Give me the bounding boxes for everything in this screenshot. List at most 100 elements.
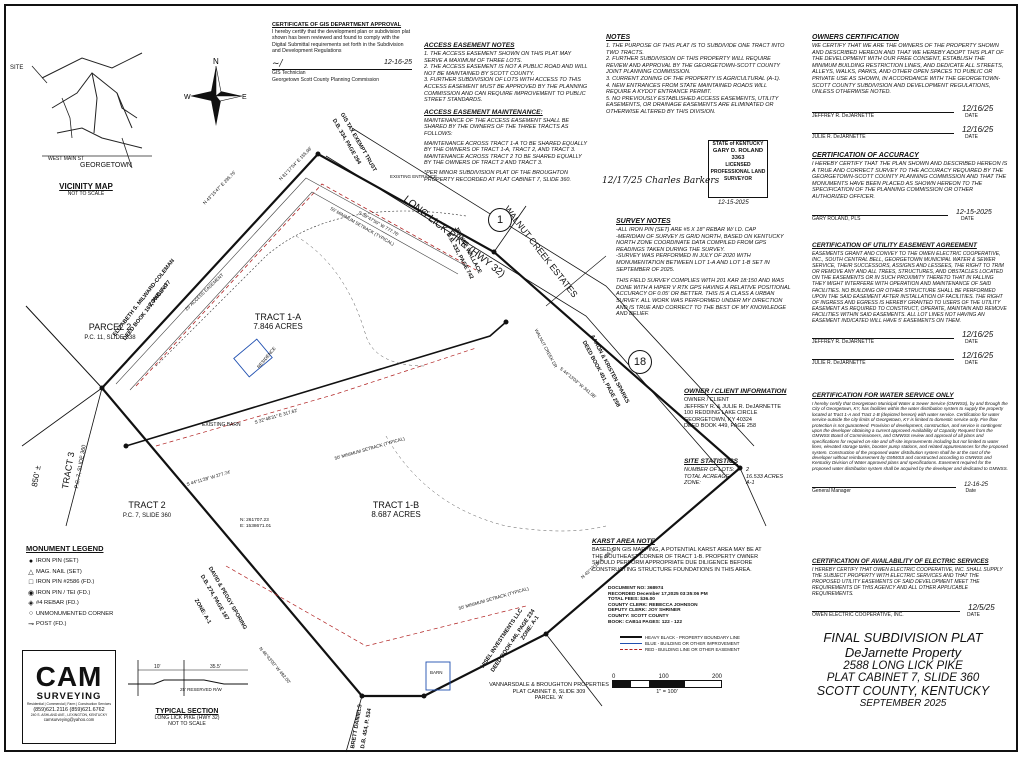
- accuracy-cert-body: I HEREBY CERTIFY THAT THE PLAN SHOWN AND…: [812, 161, 1008, 200]
- tract-1a-name: TRACT 1-A: [254, 312, 302, 322]
- access-note-3: 3. FURTHER SUBDIVISION OF LOTS WITH ACCE…: [424, 77, 588, 104]
- note-5: 5. NO PREVIOUSLY ESTABLISHED ACCESS EASE…: [606, 95, 779, 115]
- bearing-label-4: S 44°11'28" W 277.74': [186, 469, 232, 487]
- accuracy-cert-signer: GARY ROLAND, PLS: [812, 215, 861, 222]
- vannarsdale-plat: PLAT CABINET 8, SLIDE 309: [512, 688, 586, 695]
- existing-barn-label: EXISTING BARN: [202, 422, 241, 428]
- svg-text:E: E: [242, 94, 247, 101]
- legend-label-mag-nail: MAG. NAIL (SET): [36, 568, 82, 575]
- karst-note-title: KARST AREA NOTE: [592, 538, 655, 545]
- coordinate-northing: N: 261707.23: [240, 518, 269, 523]
- logo-phone: (859)621.2116 (859)621.6762: [33, 707, 105, 713]
- vicinity-street-label: WEST MAIN ST: [48, 156, 85, 162]
- typical-section-sub: LONG LICK PIKE (HWY 32): [154, 715, 220, 721]
- tract-1a-area: 7.846 ACRES: [253, 322, 303, 331]
- walnut-creek-estates-label: WALNUT CREEK ESTATES: [502, 204, 580, 300]
- sporing-zone-label: ZONE: A-1: [192, 598, 212, 626]
- utility-cert-body: EASEMENTS GRANT AND CONVEY TO THE OWEN E…: [812, 251, 1007, 325]
- vicinity-map: SITE WEST MAIN ST GEORGETOWN: [10, 38, 160, 178]
- owners-certification: OWNERS CERTIFICATION WE CERTIFY THAT WE …: [812, 34, 1008, 140]
- electric-cert-signer: OWEN ELECTRIC COOPERATIVE, INC.: [812, 612, 904, 618]
- bearing-label-8: S 44°13'03" W 341.08': [558, 366, 598, 400]
- legend-label-post: POST (FD.): [36, 621, 67, 628]
- owner-info-line-1: OWNER / CLIENT: [684, 397, 730, 403]
- legend-label-iron-pin-tei: IRON PIN / TEI (FD.): [36, 589, 91, 596]
- barn-label: BARN: [430, 670, 443, 675]
- surveyor-seal: STATE of KENTUCKY GARY D. ROLAND 3363 LI…: [708, 140, 768, 198]
- karst-area-note: KARST AREA NOTE BASED ON GIS MAPPING, A …: [592, 538, 764, 573]
- seal-name: GARY D. ROLAND: [712, 148, 764, 154]
- title-date: SEPTEMBER 2025: [859, 698, 947, 709]
- accuracy-cert-title: CERTIFICATION OF ACCURACY: [812, 152, 919, 159]
- notes: NOTES 1. THE PURPOSE OF THIS PLAT IS TO …: [606, 34, 786, 116]
- site-statistics: SITE STATISTICS NUMBER OF LOTS:2 TOTAL A…: [684, 458, 804, 487]
- typical-dim-1: 10': [154, 664, 161, 670]
- note-1: 1. THE PURPOSE OF THIS PLAT IS TO SUBDIV…: [606, 43, 785, 56]
- scale-label-100: 100: [658, 674, 669, 680]
- svg-text:W: W: [184, 94, 191, 101]
- setback-label-2: 50' MINIMUM SETBACK (TYPICAL): [334, 435, 406, 461]
- gis-cert-date: 12-16-25: [383, 58, 412, 66]
- coordinate-easting: E: 1538671.01: [240, 523, 272, 529]
- scale-bar: 0 100 200 1" = 100': [612, 674, 722, 695]
- gis-cert-org: Georgetown Scott County Planning Commiss…: [272, 76, 379, 83]
- utility-cert-signer-1: JEFFREY R. DeJARNETTE: [812, 339, 875, 346]
- existing-entrance-label: EXISTING ENTRANCE: [390, 174, 438, 179]
- parcel-2-name: PARCEL 2: [88, 322, 132, 332]
- owners-cert-date-1: 12/16/25: [962, 103, 994, 113]
- title-county: SCOTT COUNTY, KENTUCKY: [816, 684, 990, 698]
- electric-cert-body: I HEREBY CERTIFY THAT OWEN ELECTRIC COOP…: [812, 567, 1003, 597]
- owner-info-line-3: 100 REDDING LAKE CIRCLE: [684, 410, 758, 417]
- legend-label-rebar: #4 REBAR (FD.): [36, 600, 79, 607]
- legend-label-iron-pin-set: IRON PIN (SET): [36, 558, 79, 565]
- vannarsdale-owner: VANNARSDALE & BROUGHTON PROPERTIES: [489, 682, 609, 688]
- utility-cert-date-2: 12/16/25: [962, 351, 994, 361]
- seal-number: 3363: [731, 155, 745, 161]
- accuracy-cert-date: 12-15-2025: [956, 208, 992, 216]
- notes-title: NOTES: [606, 34, 631, 41]
- access-notes-title: ACCESS EASEMENT NOTES: [424, 42, 515, 49]
- owners-cert-date-label-1: DATE: [965, 112, 978, 119]
- access-maint-body-2: MAINTENANCE ACROSS TRACT 1-A TO BE SHARE…: [424, 140, 588, 167]
- owners-cert-date-2: 12/16/25: [962, 124, 994, 134]
- gis-certificate: CERTIFICATE OF GIS DEPARTMENT APPROVAL I…: [272, 22, 412, 83]
- typical-section: 10' 35.5' 25' RESERVED R/W: [124, 656, 250, 716]
- tract-2-label: TRACT 2 P.C. 7, SLIDE 360: [102, 500, 192, 519]
- title-property: DeJarnette Property: [844, 645, 962, 660]
- rebar-icon: ◈: [28, 600, 34, 608]
- site-stats-label-lots: NUMBER OF LOTS:: [684, 467, 735, 473]
- tract-2-name: TRACT 2: [128, 500, 166, 510]
- line-legend-boundary: HEAVY BLACK - PROPERTY BOUNDARY LINE: [645, 634, 740, 640]
- site-stats-value-lots: 2: [746, 467, 750, 473]
- compass-rose-icon: N W E: [184, 57, 247, 126]
- owner-info-line-4: GEORGETOWN, KY 40324: [684, 416, 752, 423]
- water-cert-signer: General Manager: [812, 488, 851, 495]
- typical-section-sub-2: NOT TO SCALE: [168, 721, 206, 727]
- circled-number-1: 1: [488, 208, 512, 232]
- note-4: 4. NEW ENTRANCES FROM STATE MAINTAINED R…: [606, 82, 767, 96]
- electric-cert-date-label: DATE: [967, 612, 980, 618]
- post-icon: ⊸: [28, 621, 34, 629]
- survey-note-2: -MERIDIAN OF SURVEY IS GRID NORTH, BASED…: [616, 233, 784, 253]
- gis-cert-signature: ~/: [272, 58, 283, 69]
- survey-note-3: -SURVEY WAS PERFORMED IN JULY OF 2020 WI…: [616, 253, 770, 273]
- typical-dim-2: 35.5': [210, 664, 221, 670]
- utility-cert-date-label-1: DATE: [965, 339, 978, 346]
- survey-notes: SURVEY NOTES -ALL IRON PIN (SET) ARE #5 …: [616, 218, 794, 318]
- utility-cert-signer-2: JULIE R. DeJARNETTE: [812, 360, 866, 367]
- karst-note-body: BASED ON GIS MAPPING, A POTENTIAL KARST …: [592, 547, 762, 573]
- mag-nail-icon: △: [28, 568, 34, 576]
- circled-number-18: 18: [628, 350, 652, 374]
- accuracy-cert-date-label: DATE: [961, 215, 974, 222]
- bearing-label-1: N 43°15'47" E 295.76': [202, 169, 237, 206]
- iron-pin-2586-icon: □: [28, 578, 34, 586]
- access-maint-body: MAINTENANCE OF THE ACCESS EASEMENT SHALL…: [424, 117, 570, 137]
- site-stats-value-acreage: 16.533 ACRES: [746, 473, 784, 480]
- owners-cert-date-label-2: DATE: [965, 133, 978, 140]
- svg-text:N: N: [213, 58, 219, 66]
- survey-notes-title: SURVEY NOTES: [616, 218, 671, 225]
- title-address: 2588 LONG LICK PIKE: [843, 660, 963, 672]
- scale-ratio: 1" = 100': [656, 689, 678, 695]
- site-stats-label-acreage: TOTAL ACREAGE:: [684, 473, 731, 480]
- logo-tagline: Residential | Commercial | Farm | Constr…: [26, 702, 112, 706]
